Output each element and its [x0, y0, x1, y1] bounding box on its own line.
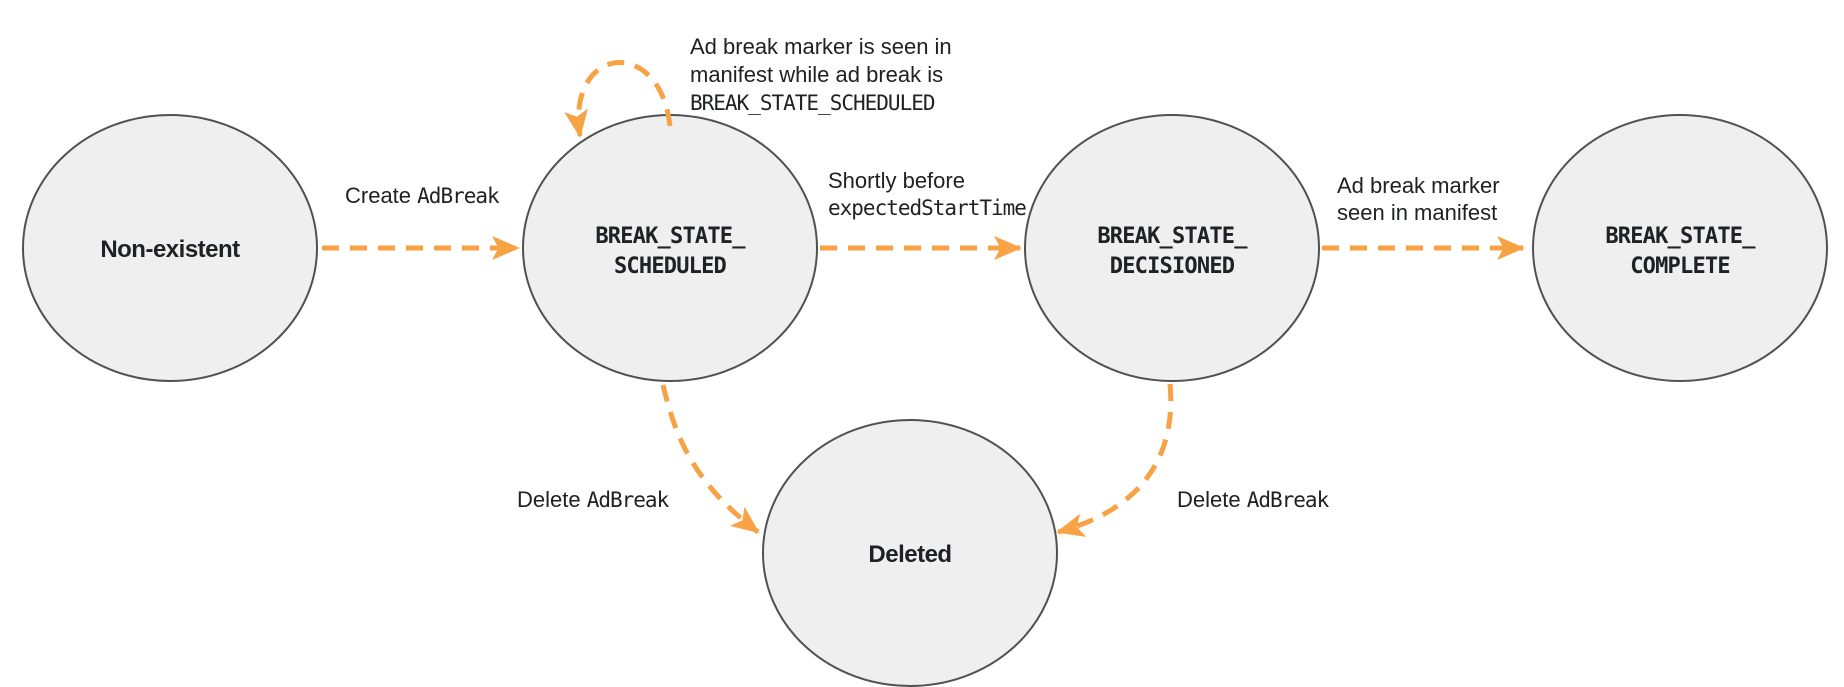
label-marker-seen-line1: Ad break marker [1337, 173, 1500, 198]
label-delete-adbreak-left: Delete AdBreak [517, 487, 670, 512]
label-delete-adbreak-right: Delete AdBreak [1177, 487, 1330, 512]
state-node-deleted: Deleted [762, 419, 1058, 687]
node-circle [22, 114, 318, 382]
state-label-deleted: Deleted [868, 541, 951, 568]
label-create-prefix: Create [345, 183, 417, 208]
label-delete-left-prefix: Delete [517, 487, 587, 512]
label-shortly-before: Shortly before expectedStartTime [828, 168, 1027, 220]
label-self-loop-line2: manifest while ad break is [690, 62, 943, 87]
label-delete-left-code: AdBreak [587, 488, 670, 512]
state-label-non-existent: Non-existent [100, 236, 240, 263]
label-delete-right-prefix: Delete [1177, 487, 1247, 512]
label-self-loop-line3-code: BREAK_STATE_SCHEDULED [690, 91, 935, 115]
state-label-complete-line1: BREAK_STATE_ [1605, 224, 1756, 249]
state-node-non-existent: Non-existent [22, 114, 318, 382]
state-label-decisioned-line2: DECISIONED [1110, 254, 1235, 279]
state-label-complete-line2: COMPLETE [1630, 254, 1730, 279]
state-label-scheduled-line1: BREAK_STATE_ [595, 224, 746, 249]
label-marker-seen: Ad break marker seen in manifest [1337, 173, 1500, 225]
label-self-loop-line1: Ad break marker is seen in [690, 34, 952, 59]
node-circle [1532, 114, 1828, 382]
label-create-code: AdBreak [417, 184, 500, 208]
label-self-loop: Ad break marker is seen in manifest whil… [690, 34, 952, 115]
state-node-break-state-scheduled: BREAK_STATE_ SCHEDULED [522, 114, 818, 382]
label-marker-seen-line2: seen in manifest [1337, 200, 1497, 225]
state-label-scheduled-line2: SCHEDULED [614, 254, 727, 279]
state-node-break-state-decisioned: BREAK_STATE_ DECISIONED [1024, 114, 1320, 382]
state-node-break-state-complete: BREAK_STATE_ COMPLETE [1532, 114, 1828, 382]
node-circle [1024, 114, 1320, 382]
label-create-adbreak: Create AdBreak [345, 183, 500, 208]
arrow-delete-from-decisioned [1056, 383, 1174, 537]
node-circle [762, 419, 1058, 687]
label-shortly-line1: Shortly before [828, 168, 965, 193]
state-label-decisioned-line1: BREAK_STATE_ [1097, 224, 1248, 249]
label-shortly-line2-code: expectedStartTime [828, 196, 1026, 220]
arrow-self-loop-scheduled [564, 60, 673, 138]
label-delete-right-code: AdBreak [1247, 488, 1330, 512]
arrow-delete-from-scheduled [660, 384, 760, 534]
